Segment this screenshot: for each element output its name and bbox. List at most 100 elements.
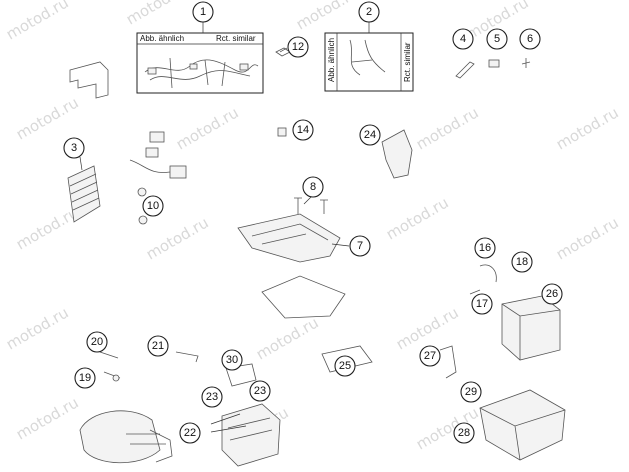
harness-connector [239, 63, 249, 71]
watermark: motod.ru [383, 193, 452, 243]
svg-text:10: 10 [147, 200, 159, 212]
harness-wire [144, 59, 259, 73]
connector-part [488, 59, 500, 68]
svg-text:14: 14 [297, 124, 309, 136]
relay-part [225, 363, 257, 387]
callout-24: 24 [359, 124, 381, 146]
callout-7: 7 [349, 235, 371, 257]
mounting-bracket [69, 61, 109, 99]
callout-23-left: 23 [201, 386, 223, 408]
callout-30: 30 [221, 349, 243, 371]
starter-motor-part [79, 410, 173, 464]
callout-10: 10 [142, 195, 164, 217]
cable-wires [349, 39, 386, 76]
fuse-box-part [221, 403, 281, 467]
svg-text:3: 3 [71, 142, 77, 154]
battery-part [501, 295, 561, 361]
callout-25: 25 [334, 355, 356, 377]
cable-tie-part [455, 61, 475, 79]
battery-box-part [479, 389, 566, 461]
harness-box-frame [136, 32, 264, 94]
svg-text:29: 29 [465, 386, 477, 398]
svg-text:5: 5 [494, 33, 500, 45]
svg-text:25: 25 [339, 360, 351, 372]
callout-14: 14 [292, 119, 314, 141]
svg-text:23: 23 [254, 385, 266, 397]
watermark: motod.ru [293, 0, 362, 33]
svg-text:2: 2 [366, 6, 372, 18]
svg-text:6: 6 [527, 33, 533, 45]
leader-lines [79, 22, 370, 433]
battery-strap [469, 264, 497, 295]
svg-text:1: 1 [200, 6, 206, 18]
regulator-part [67, 165, 101, 223]
screw-pair [294, 197, 328, 214]
harness-box-left-label: Abb. ähnlich [140, 34, 184, 43]
wire-lead [99, 351, 121, 379]
watermark: motod.ru [3, 303, 72, 353]
battery-tray-part [237, 213, 341, 263]
callout-28: 28 [453, 422, 475, 444]
svg-text:17: 17 [476, 298, 488, 310]
harness-connector [147, 67, 157, 75]
svg-text:27: 27 [424, 350, 436, 362]
svg-text:7: 7 [357, 240, 363, 252]
watermark: motod.ru [13, 393, 82, 443]
watermark: motod.ru [253, 313, 322, 363]
svg-text:24: 24 [364, 129, 376, 141]
watermark: motod.ru [173, 103, 242, 153]
callout-27: 27 [419, 345, 441, 367]
fuse-part [277, 127, 287, 137]
svg-text:16: 16 [479, 242, 491, 254]
cable-box: Abb. ähnlich Rct. similar [324, 32, 414, 92]
callout-20: 20 [86, 331, 108, 353]
watermark: motod.ru [553, 103, 622, 153]
callout-23-right: 23 [249, 380, 271, 402]
watermark: motod.ru [123, 0, 192, 28]
svg-text:23: 23 [206, 391, 218, 403]
callout-2: 2 [358, 1, 380, 23]
callout-5: 5 [486, 28, 508, 50]
harness-wire [149, 70, 251, 81]
watermark: motod.ru [553, 213, 622, 263]
harness-box-right-label: Rct. similar [216, 34, 256, 43]
nut-part [137, 187, 147, 197]
callout-22: 22 [179, 422, 201, 444]
callout-1: 1 [192, 1, 214, 23]
svg-text:22: 22 [184, 427, 196, 439]
svg-text:21: 21 [152, 340, 164, 352]
cable-box-frame [324, 32, 414, 92]
cable-box-right-label: Rct. similar [403, 42, 412, 82]
callout-6: 6 [519, 28, 541, 50]
cable-box-left-label: Abb. ähnlich [327, 38, 336, 82]
harness-branches [169, 57, 226, 89]
svg-text:4: 4 [460, 33, 466, 45]
cover-plate [261, 275, 346, 319]
svg-text:20: 20 [91, 336, 103, 348]
callout-19: 19 [74, 367, 96, 389]
callout-layer: 1 2 3 4 5 6 7 8 10 12 14 16 17 18 19 20 … [63, 1, 563, 444]
callout-29: 29 [460, 381, 482, 403]
cover-part [381, 129, 413, 179]
watermark: motod.ru [13, 203, 82, 253]
svg-text:19: 19 [79, 372, 91, 384]
bracket-part [321, 345, 373, 373]
cable-part [439, 345, 457, 379]
nut-part [138, 215, 148, 225]
callout-12: 12 [287, 36, 309, 58]
callout-21: 21 [147, 335, 169, 357]
callout-17: 17 [471, 293, 493, 315]
callout-8: 8 [302, 176, 324, 198]
harness-box: Abb. ähnlich Rct. similar [136, 32, 264, 94]
terminal-part [112, 374, 120, 382]
svg-text:28: 28 [458, 427, 470, 439]
callout-26: 26 [541, 283, 563, 305]
callout-16: 16 [474, 237, 496, 259]
callout-18: 18 [511, 251, 533, 273]
harness-connector [189, 63, 198, 70]
svg-text:18: 18 [516, 256, 528, 268]
watermark: motod.ru [3, 0, 72, 43]
callout-4: 4 [452, 28, 474, 50]
watermark: motod.ru [13, 93, 82, 143]
